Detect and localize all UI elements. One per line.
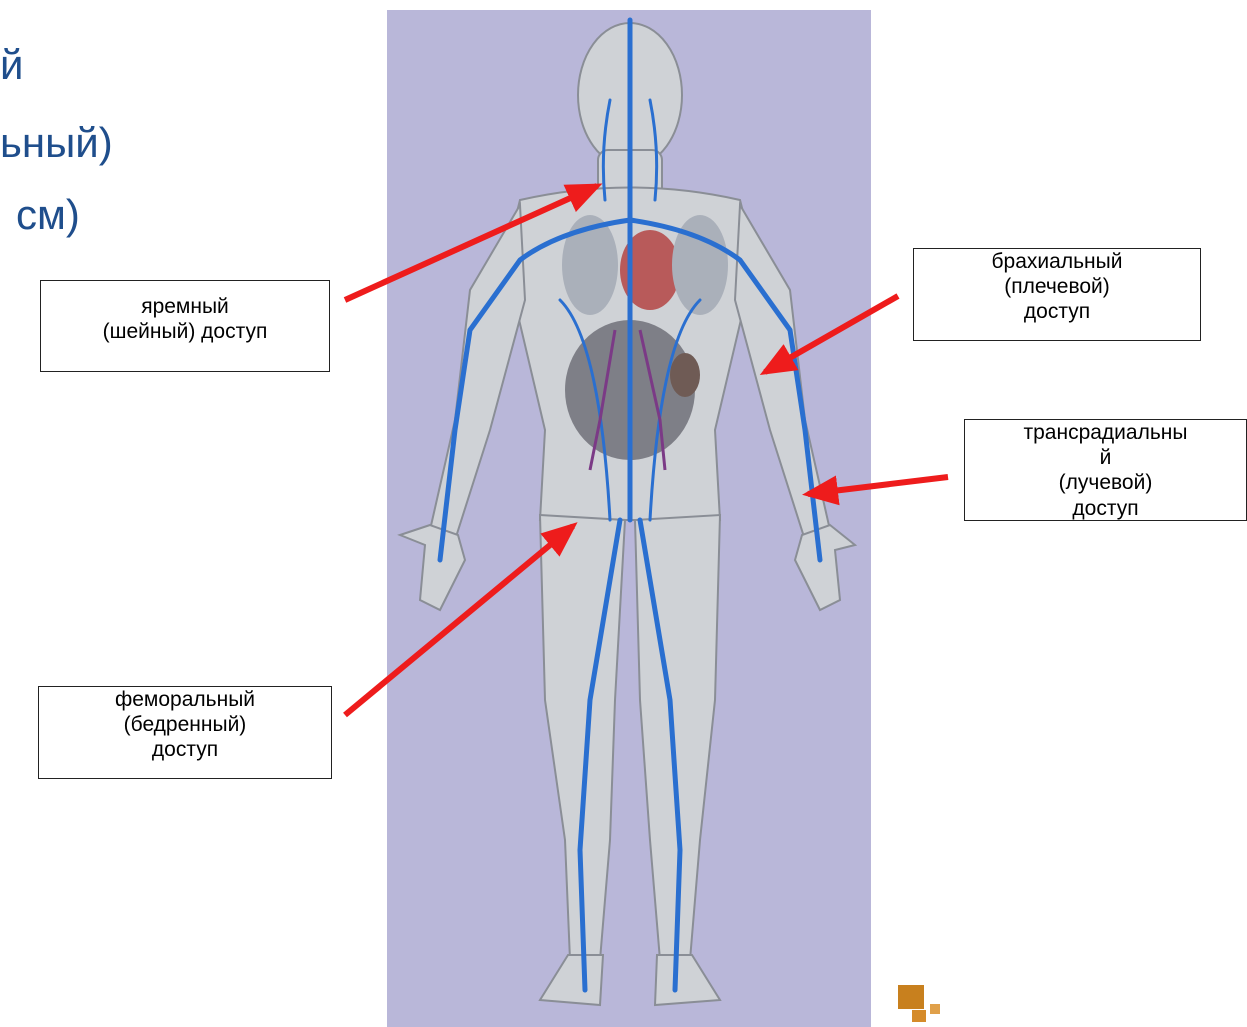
- left-foot: [540, 955, 603, 1005]
- transradial-arrow: [808, 477, 948, 494]
- femoral-label-line-1: феморальный: [39, 687, 331, 712]
- left-hand: [400, 525, 465, 610]
- femoral-label-line-2: (бедренный): [39, 712, 331, 737]
- brachial-label-line-2: (плечевой): [914, 274, 1200, 299]
- brachial-label-line-1: брахиальный: [914, 249, 1200, 274]
- brachial-access-label: брахиальный (плечевой) доступ: [913, 248, 1201, 341]
- right-arm: [735, 205, 830, 540]
- right-foot: [655, 955, 720, 1005]
- transradial-label-line-3: (лучевой): [965, 470, 1246, 495]
- cube-logo-icon: [898, 985, 940, 1022]
- right-hand: [795, 525, 855, 610]
- brachial-label-line-3: доступ: [914, 299, 1200, 324]
- kidney: [670, 353, 700, 397]
- veins: [440, 20, 820, 990]
- transradial-label-line-1: трансрадиальны: [965, 420, 1246, 445]
- jugular-label-line-1: яремный: [41, 294, 329, 319]
- transradial-label-line-4: доступ: [965, 496, 1246, 521]
- transradial-access-label: трансрадиальны й (лучевой) доступ: [964, 419, 1247, 521]
- jugular-access-label: яремный (шейный) доступ: [40, 280, 330, 372]
- femoral-access-label: феморальный (бедренный) доступ: [38, 686, 332, 779]
- femoral-label-line-3: доступ: [39, 737, 331, 762]
- jugular-label-line-2: (шейный) доступ: [41, 319, 329, 344]
- transradial-label-line-2: й: [965, 445, 1246, 470]
